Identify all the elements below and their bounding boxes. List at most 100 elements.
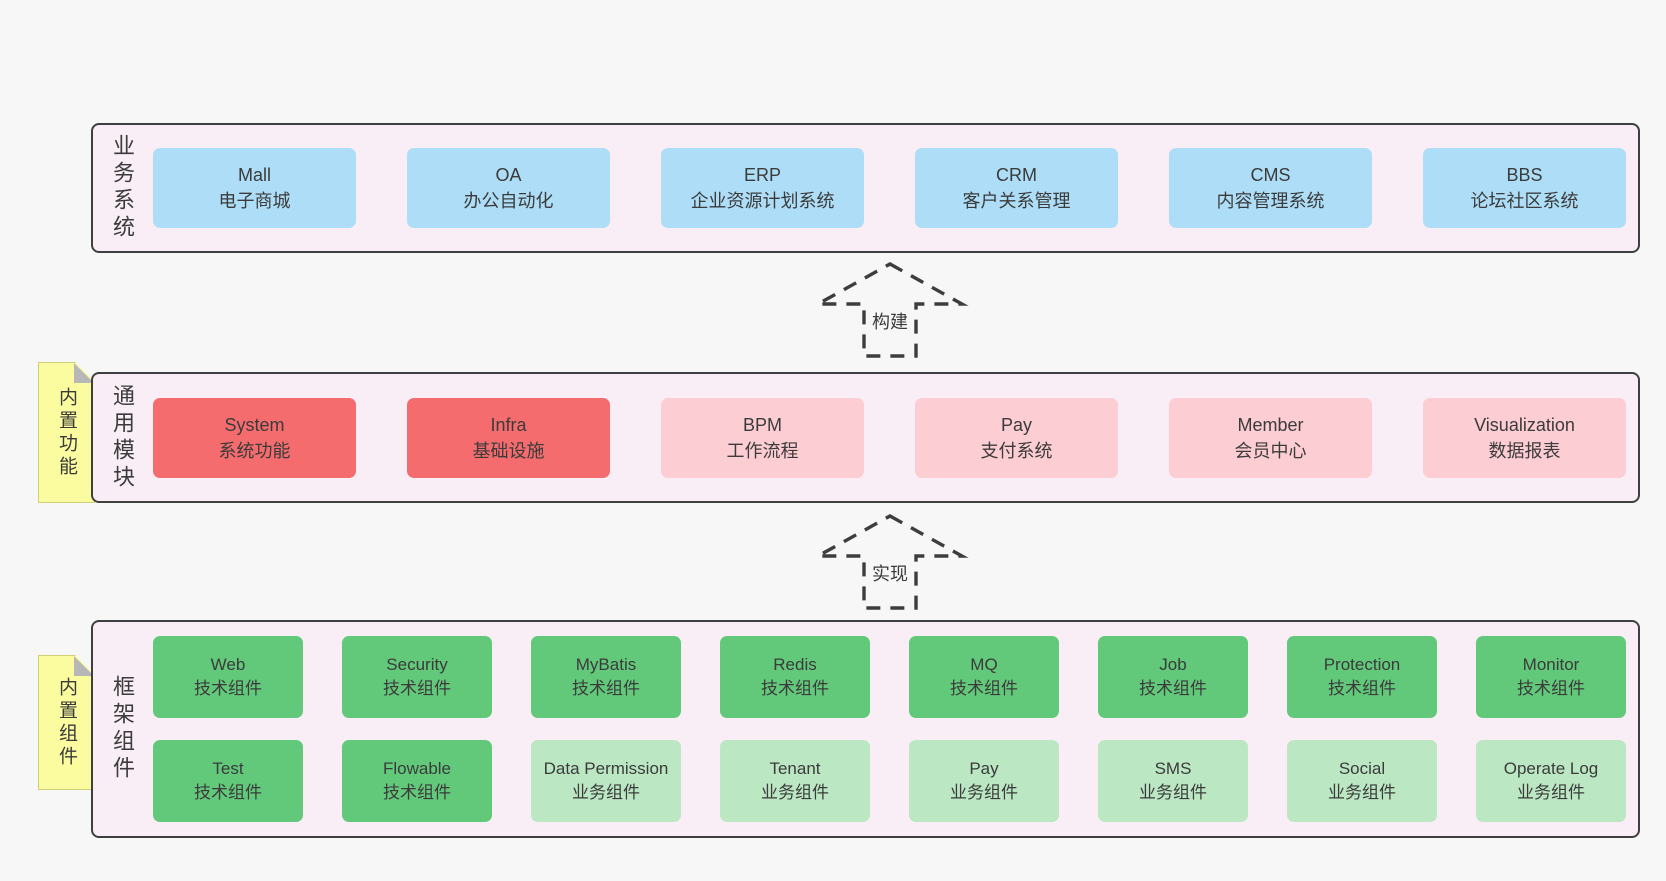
box-subtitle: 基础设施 [472, 440, 545, 461]
box-subtitle: 企业资源计划系统 [690, 191, 835, 211]
box-subtitle: 技术组件 [383, 679, 451, 698]
box-visualization: Visualization 数据报表 [1423, 397, 1626, 478]
box-pay: Pay 支付系统 [915, 397, 1118, 478]
box-data-permission: Data Permission 业务组件 [531, 740, 681, 822]
box-mq: MQ 技术组件 [909, 636, 1059, 718]
box-system: System 系统功能 [153, 397, 356, 478]
box-subtitle: 支付系统 [980, 440, 1053, 461]
box-subtitle: 业务组件 [1517, 783, 1585, 802]
box-pay: Pay 业务组件 [909, 740, 1059, 822]
box-subtitle: 技术组件 [383, 783, 451, 802]
arrow-label: 实现 [868, 560, 912, 586]
box-redis: Redis 技术组件 [720, 636, 870, 718]
box-test: Test 技术组件 [153, 740, 303, 822]
note-text: 内置功能 [56, 386, 77, 479]
note-builtin-components: 内置组件 [38, 655, 95, 790]
box-title: CMS [1250, 165, 1291, 185]
box-monitor: Monitor 技术组件 [1476, 636, 1626, 718]
box-title: BPM [742, 414, 782, 435]
box-subtitle: 技术组件 [1328, 679, 1396, 698]
box-title: Pay [1000, 414, 1033, 435]
box-title: MQ [970, 655, 998, 674]
box-title: Job [1159, 655, 1187, 674]
box-subtitle: 技术组件 [194, 679, 262, 698]
up-block-arrow-icon [811, 262, 969, 358]
layer-common-modules: 通用模块 System 系统功能 Infra 基础设施 BPM 工作流程 Pay 支付系统 Me… [91, 372, 1640, 503]
box-subtitle: 技术组件 [950, 679, 1018, 698]
box-title: Protection [1323, 655, 1401, 674]
box-subtitle: 内容管理系统 [1216, 191, 1325, 211]
box-web: Web 技术组件 [153, 636, 303, 718]
box-infra: Infra 基础设施 [407, 397, 610, 478]
arrow-label: 构建 [868, 308, 912, 334]
box-subtitle: 业务组件 [572, 783, 640, 802]
note-builtin-features: 内置功能 [38, 362, 95, 503]
box-bpm: BPM 工作流程 [661, 397, 864, 478]
box-sms: SMS 业务组件 [1098, 740, 1248, 822]
box-protection: Protection 技术组件 [1287, 636, 1437, 718]
arrow-build: 构建 [811, 260, 969, 360]
box-title: Security [386, 655, 448, 674]
layer-label: 框架组件 [110, 675, 135, 783]
box-title: SMS [1154, 759, 1192, 778]
box-cms: CMS 内容管理系统 [1169, 148, 1372, 228]
box-title: Member [1237, 414, 1304, 435]
arrow-implement: 实现 [811, 512, 969, 612]
box-subtitle: 电子商城 [218, 191, 291, 211]
box-title: Pay [969, 759, 999, 778]
box-subtitle: 技术组件 [194, 783, 262, 802]
box-bbs: BBS 论坛社区系统 [1423, 148, 1626, 228]
box-tenant: Tenant 业务组件 [720, 740, 870, 822]
box-title: Monitor [1522, 655, 1580, 674]
box-title: Test [212, 759, 244, 778]
box-subtitle: 技术组件 [572, 679, 640, 698]
layer-label: 通用模块 [110, 383, 135, 492]
box-title: BBS [1506, 165, 1543, 185]
box-subtitle: 技术组件 [1139, 679, 1207, 698]
box-title: Data Permission [543, 759, 669, 778]
box-oa: OA 办公自动化 [407, 148, 610, 228]
box-erp: ERP 企业资源计划系统 [661, 148, 864, 228]
up-block-arrow-icon [811, 514, 969, 610]
box-title: Operate Log [1503, 759, 1599, 778]
box-title: MyBatis [575, 655, 637, 674]
box-subtitle: 技术组件 [761, 679, 829, 698]
box-subtitle: 数据报表 [1488, 440, 1561, 461]
box-title: Mall [237, 165, 271, 185]
box-title: Visualization [1474, 414, 1575, 435]
box-title: ERP [743, 165, 781, 185]
box-title: Infra [490, 414, 527, 435]
box-mybatis: MyBatis 技术组件 [531, 636, 681, 718]
box-title: Redis [773, 655, 817, 674]
box-subtitle: 业务组件 [950, 783, 1018, 802]
box-subtitle: 客户关系管理 [962, 191, 1071, 211]
box-security: Security 技术组件 [342, 636, 492, 718]
box-subtitle: 办公自动化 [463, 191, 554, 211]
layer-label: 业务系统 [110, 134, 135, 242]
box-title: Social [1338, 759, 1386, 778]
box-subtitle: 论坛社区系统 [1470, 191, 1579, 211]
box-job: Job 技术组件 [1098, 636, 1248, 718]
box-flowable: Flowable 技术组件 [342, 740, 492, 822]
box-title: Tenant [769, 759, 821, 778]
box-mall: Mall 电子商城 [153, 148, 356, 228]
box-subtitle: 业务组件 [761, 783, 829, 802]
box-subtitle: 技术组件 [1517, 679, 1585, 698]
box-subtitle: 工作流程 [726, 440, 799, 461]
box-subtitle: 业务组件 [1328, 783, 1396, 802]
box-subtitle: 系统功能 [218, 440, 291, 461]
box-title: OA [495, 165, 522, 185]
box-title: System [224, 414, 285, 435]
box-social: Social 业务组件 [1287, 740, 1437, 822]
box-operate-log: Operate Log 业务组件 [1476, 740, 1626, 822]
box-title: Web [210, 655, 246, 674]
box-subtitle: 业务组件 [1139, 783, 1207, 802]
box-title: Flowable [382, 759, 452, 778]
